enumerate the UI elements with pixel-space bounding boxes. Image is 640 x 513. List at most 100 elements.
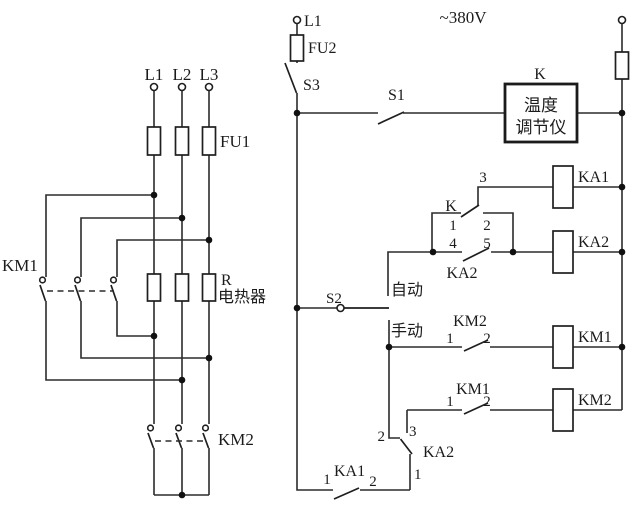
temperature-controller-box — [503, 82, 579, 144]
label-km1-nc: KM1 — [456, 381, 490, 398]
junction — [205, 236, 213, 244]
fuse-fu2 — [289, 34, 305, 62]
label-km2-nc-t1: 1 — [446, 331, 454, 347]
label-km2-nc-t2: 2 — [483, 331, 491, 347]
junction — [150, 332, 158, 340]
contact-pivot — [73, 276, 82, 284]
km1-blade-b — [74, 284, 82, 302]
label-coil-ka2: KA2 — [578, 234, 609, 251]
fuse-fu1-b — [174, 126, 190, 156]
terminal-power-l3 — [204, 82, 214, 92]
contact-pivot — [38, 276, 47, 284]
junction — [618, 248, 626, 256]
junction — [618, 343, 626, 351]
coil-km1 — [552, 325, 574, 369]
label-km2: KM2 — [218, 430, 254, 449]
label-km2-nc: KM2 — [453, 313, 487, 330]
controller-text-line2: 调节仪 — [516, 118, 567, 137]
wire-km1-out-b — [80, 301, 209, 359]
wire-manual-vertical — [388, 320, 400, 439]
fuse-fu1-a — [146, 126, 162, 156]
label-km1-nc-t1: 1 — [446, 394, 454, 410]
coil-ka1 — [552, 165, 574, 209]
contact-pivot — [201, 424, 210, 432]
label-s3: S3 — [303, 77, 320, 94]
label-coil-km2: KM2 — [578, 392, 612, 409]
label-s2: S2 — [326, 291, 342, 307]
label-auto: 自动 — [391, 281, 423, 299]
junction — [293, 109, 301, 117]
km1-blade-c — [110, 284, 118, 302]
label-power-l1: L1 — [145, 65, 164, 84]
label-sel-t2: 2 — [378, 429, 386, 445]
junction — [178, 491, 186, 499]
wire-km1-branch-c — [116, 239, 209, 277]
resistor-r-b — [174, 273, 190, 302]
label-terminal-3: 3 — [479, 170, 487, 186]
junction — [205, 354, 213, 362]
contact-pivot — [146, 424, 155, 432]
label-power-l2: L2 — [173, 65, 192, 84]
label-k-t1: 1 — [449, 218, 457, 234]
contact-pivot — [174, 424, 183, 432]
km2-main-contacts — [146, 424, 210, 449]
fuse-right-rail — [614, 51, 630, 80]
s2-pivot — [336, 303, 345, 313]
label-k-t5: 5 — [483, 236, 491, 252]
label-manual: 手动 — [391, 322, 423, 340]
label-ka2-changeover: KA2 — [423, 444, 454, 461]
km2-blade-c — [202, 432, 210, 449]
wire-km1-out-c — [116, 301, 154, 337]
wire-km1-branch-b — [80, 217, 182, 277]
k-contact-blade — [460, 204, 480, 218]
label-sel-t3: 3 — [409, 424, 417, 440]
coil-ka2 — [552, 230, 574, 274]
wire-km1-branch-a — [45, 194, 154, 277]
km2-nc-blade — [463, 339, 489, 352]
resistor-r-a — [146, 273, 162, 302]
s1-blade — [377, 111, 405, 125]
controller-text-line1: 温度 — [524, 96, 558, 115]
junction — [385, 343, 393, 351]
label-ka1-no: KA1 — [334, 463, 365, 480]
label-control-l1: L1 — [304, 13, 322, 30]
junction — [618, 183, 626, 191]
wire-left-rail — [296, 93, 333, 491]
contact-pivot — [109, 276, 118, 284]
terminal-control-l1 — [292, 15, 302, 25]
label-fu1: FU1 — [220, 132, 250, 151]
wire-ka1-branch — [477, 186, 622, 206]
label-coil-ka1: KA1 — [578, 169, 609, 186]
label-fu2: FU2 — [308, 40, 336, 57]
label-k-t2: 2 — [483, 218, 491, 234]
ka2-aux-blade — [462, 247, 490, 262]
fuse-fu1-c — [201, 126, 217, 156]
km2-blade-a — [147, 432, 155, 449]
label-power-l3: L3 — [200, 65, 219, 84]
ka1-no-blade — [333, 487, 360, 500]
label-voltage: ~380V — [440, 8, 488, 27]
km1-nc-blade — [463, 402, 489, 415]
label-km1: KM1 — [2, 256, 38, 275]
wire-k-frame-left — [431, 212, 461, 252]
label-k-contact: K — [445, 198, 457, 215]
km1-blade-a — [39, 284, 47, 302]
label-coil-km1: KM1 — [578, 329, 612, 346]
junction — [178, 376, 186, 384]
label-heater: 电热器 — [218, 288, 266, 306]
junction — [509, 248, 517, 256]
label-s1: S1 — [388, 87, 405, 104]
label-km1-nc-t2: 2 — [483, 394, 491, 410]
wire-km1-out-a — [45, 301, 182, 381]
label-r: R — [221, 272, 232, 289]
km1-main-contacts — [38, 276, 118, 302]
junction — [178, 214, 186, 222]
ka2-changeover-blade — [399, 438, 413, 455]
label-k-t4: 4 — [449, 236, 457, 252]
label-sel-t1: 1 — [414, 467, 422, 483]
junction — [150, 191, 158, 199]
wire-ka2-left — [387, 251, 462, 296]
junction — [429, 248, 437, 256]
